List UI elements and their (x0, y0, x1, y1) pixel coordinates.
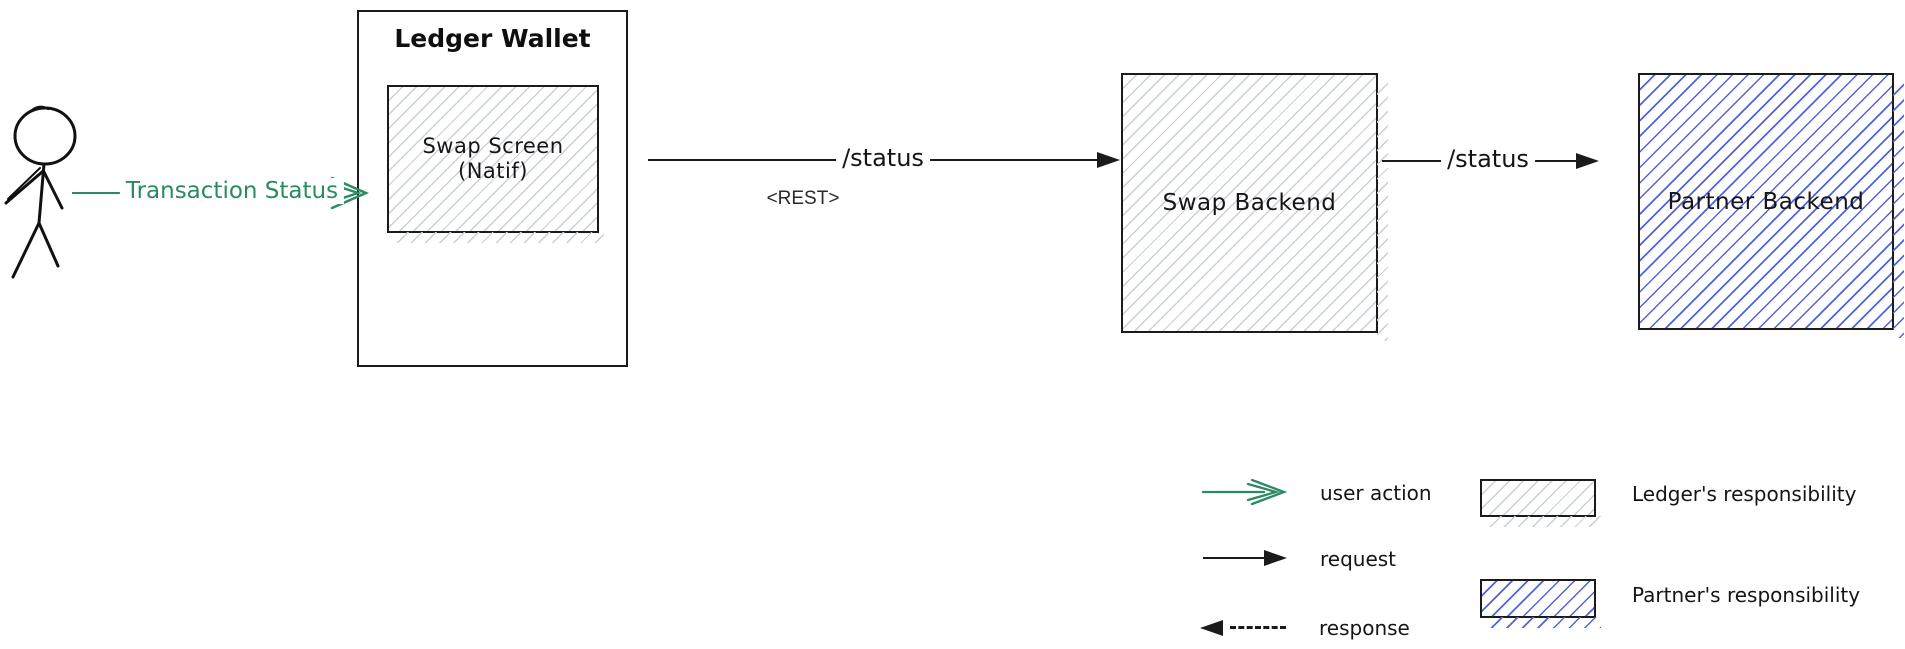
legend-response-arrow-icon (1200, 620, 1223, 636)
legend-user-action-arrow-icon (1201, 478, 1288, 506)
legend-partner-label: Partner's responsibility (1632, 583, 1861, 607)
actor-icon (4, 105, 77, 279)
swap-screen-box: Swap Screen (Natif) (387, 85, 604, 243)
swap-backend-label: Swap Backend (1162, 190, 1337, 216)
partner-backend-box: Partner Backend (1638, 73, 1904, 338)
request-arrow-1-label: /status (836, 144, 930, 172)
request-arrow-2-label: /status (1441, 145, 1535, 173)
ledger-wallet-title: Ledger Wallet (394, 24, 591, 53)
legend-partner-swatch (1480, 579, 1601, 628)
request-arrow-1-head-icon (1097, 152, 1120, 168)
legend-response-label: response (1319, 616, 1410, 640)
request-arrow-1-protocol-label: <REST> (766, 188, 840, 209)
legend-request-arrow-icon (1264, 550, 1287, 566)
legend-ledger-label: Ledger's responsibility (1632, 482, 1857, 506)
legend-ledger-swatch (1480, 479, 1601, 527)
swap-backend-box: Swap Backend (1121, 73, 1388, 341)
user-action-arrow-label: Transaction Status (119, 178, 345, 204)
request-arrow-2-head-icon (1576, 153, 1599, 169)
legend-user-action-label: user action (1320, 481, 1432, 505)
swap-screen-label: Swap Screen (Natif) (422, 134, 564, 183)
legend-request-label: request (1320, 547, 1397, 571)
partner-backend-label: Partner Backend (1667, 188, 1865, 215)
